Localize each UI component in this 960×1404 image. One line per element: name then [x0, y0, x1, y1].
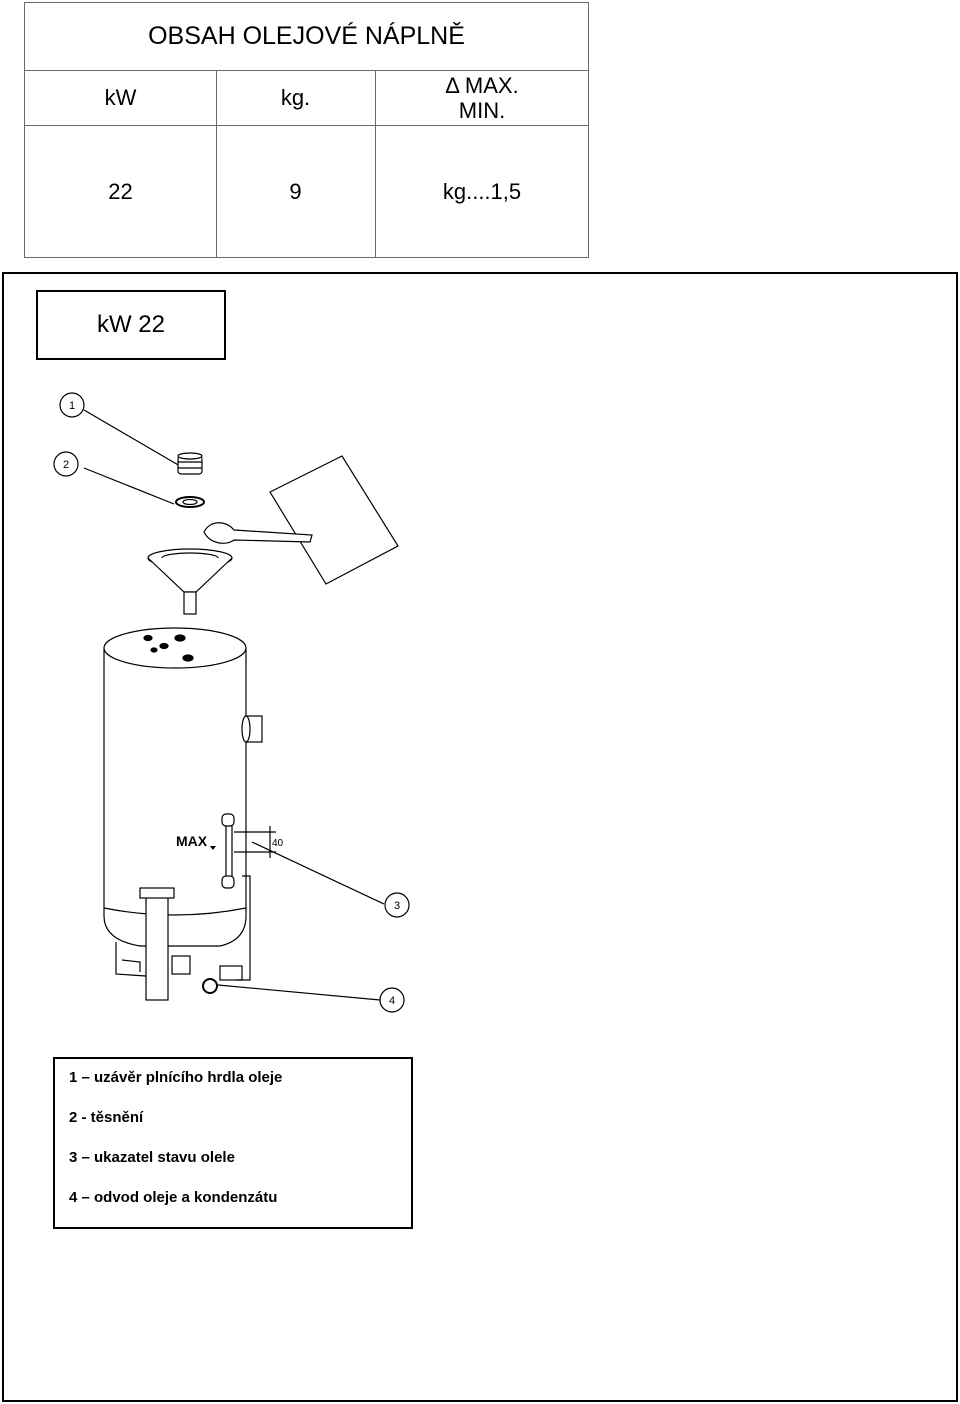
value-delta: kg....1,5 [442, 179, 522, 204]
dimension-label: 40 [272, 838, 284, 849]
callout-2: 2 [53, 451, 79, 477]
svg-text:4: 4 [389, 995, 395, 1007]
filler-cap-icon [177, 452, 203, 475]
table-title: OBSAH OLEJOVÉ NÁPLNĚ [25, 3, 588, 71]
callout-1: 1 [59, 392, 85, 418]
column-divider [216, 71, 217, 258]
header-kg: kg. [280, 85, 311, 110]
svg-text:1: 1 [69, 400, 75, 412]
leader-line-1 [83, 409, 181, 467]
leader-line-3 [251, 841, 385, 905]
diagram-panel [2, 272, 958, 1402]
header-delta-max-min: Δ MAX. MIN. [445, 73, 519, 123]
legend-item-3: 3 – ukazatel stavu olele [69, 1149, 235, 1166]
value-kw: 22 [108, 179, 133, 204]
legend-item-1: 1 – uzávěr plnícího hrdla oleje [69, 1069, 283, 1086]
header-kw: kW [104, 85, 137, 110]
legend-item-4: 4 – odvod oleje a kondenzátu [69, 1189, 278, 1206]
callout-3: 3 [384, 892, 410, 918]
parts-legend: 1 – uzávěr plnícího hrdla oleje 2 - těsn… [53, 1057, 413, 1229]
funnel-icon [147, 548, 233, 615]
column-divider [375, 71, 376, 258]
callout-4: 4 [379, 987, 405, 1013]
oil-tank-icon [103, 627, 276, 1001]
max-level-label: MAX [176, 833, 208, 849]
svg-text:2: 2 [63, 459, 69, 471]
kw-label-box: kW 22 [36, 290, 226, 360]
svg-text:3: 3 [394, 900, 400, 912]
oil-fill-table: OBSAH OLEJOVÉ NÁPLNĚ kW kg. Δ MAX. MIN. … [24, 2, 589, 258]
leader-line-4 [217, 984, 381, 1001]
oil-can-icon [203, 455, 399, 585]
value-kg: 9 [289, 179, 302, 204]
oil-tank-drawing: 1 2 3 4 MAX 40 [53, 392, 410, 1013]
table-header-row [25, 71, 588, 126]
legend-item-2: 2 - těsnění [69, 1109, 144, 1126]
seal-ring-icon [175, 496, 205, 508]
leader-line-2 [83, 467, 175, 505]
